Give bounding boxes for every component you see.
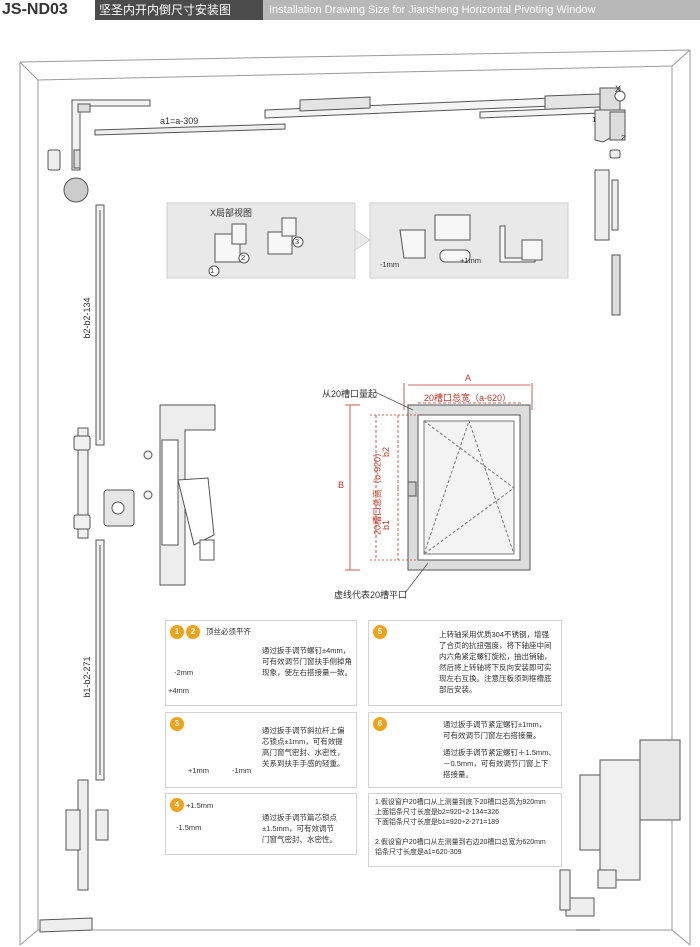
note-badge-1: 1 [170, 625, 184, 639]
mid-bottom-bracket [559, 869, 571, 911]
note-dim-minus2: -2mm [174, 668, 194, 677]
note-dim-plus1: +1mm [188, 766, 210, 775]
label-bottom-slot: 虚线代表20槽平口 [334, 590, 408, 600]
detail-num-1: 1 [210, 266, 215, 275]
note-text-4: 通过扳手调节篇芯锁点 ±1.5mm，可有效调节 门窗气密封、水密性。 [262, 813, 337, 844]
note-badge-2: 2 [186, 625, 200, 639]
note-adjust-hinge: 6 通过扳手调节紧定螺钉±1mm， 可有效调节门窗左右搭接量。 通过扳手调节紧定… [368, 712, 562, 788]
label-b2-strip: b2-b2-134 [82, 297, 92, 339]
window-elevation [407, 404, 531, 571]
right-upper-hinge [594, 149, 621, 316]
top-stay-bar-lower [479, 106, 626, 143]
bottom-left-corner [39, 917, 93, 933]
top-strip-a1 [94, 123, 286, 136]
detail-view-title: X局部视图 [210, 208, 253, 218]
note-heading: 顶丝必须平齐 [206, 627, 251, 636]
label-a1: a1=a-309 [160, 116, 199, 126]
note-text-12: 通过扳手调节螺钉±4mm， 可有效调节门窗扶手侧掉角 现象，使左右搭接量一致。 [262, 646, 352, 677]
callout-2: 2 [621, 133, 626, 142]
label-A: A [465, 373, 472, 383]
note-text-6b: 通过扳手调节紧定螺钉＋1.5mm、 －0.5mm，可有效调节门窗上下 搭接量。 [443, 748, 556, 779]
header-bar: JS-ND03 坚圣内开内倒尺寸安装图 Installation Drawing… [0, 0, 700, 20]
label-top-slot: 从20槽口量起 [322, 389, 378, 399]
frame-top-edge [19, 49, 691, 63]
note-badge-3: 3 [170, 717, 184, 731]
handle-detail [143, 404, 216, 586]
left-top-hinge [47, 149, 89, 203]
note-dim-plus15: +1.5mm [186, 801, 214, 810]
note-badge-5: 5 [373, 625, 387, 639]
detail-view-panels [166, 202, 569, 279]
note-top-pivot: 5 上转轴采用优质304不锈钢，增强 了合页的抗扭强度，将下轴座中间 内六角紧定… [368, 620, 562, 706]
title-chinese: 坚圣内开内倒尺寸安装图 [95, 0, 263, 20]
note-dim-plus4: +4mm [168, 686, 190, 695]
left-strip-upper [95, 204, 105, 446]
note-badge-4: 4 [170, 798, 184, 812]
calc-text: 1.假设窗户20槽口从上测量到底下20槽口总高为920mm 上面铝条尺寸长度是b… [375, 799, 546, 856]
note-adjust-cam: 4 通过扳手调节篇芯锁点 ±1.5mm，可有效调节 门窗气密封、水密性。 +1.… [165, 793, 357, 855]
dimension-lines [345, 383, 533, 571]
note-size-calculation: 1.假设窗户20槽口从上测量到底下20槽口总高为920mm 上面铝条尺寸长度是b… [368, 793, 562, 867]
bottom-right-hinge [565, 739, 681, 931]
left-lock-assembly [73, 427, 135, 539]
detail-plus1: +1mm [460, 256, 482, 265]
corner-drive-top-left [71, 99, 151, 171]
note-dim-minus15: -1.5mm [176, 823, 202, 832]
label-width-slot: 20槽口总宽（a-620） [424, 393, 512, 403]
label-x-mark: X [615, 84, 622, 94]
note-adjust-corner: 1 2 顶丝必须平齐 通过扳手调节螺钉±4mm， 可有效调节门窗扶手侧掉角 现象… [165, 620, 357, 706]
title-english: Installation Drawing Size for Jiansheng … [263, 0, 700, 20]
note-text-6a: 通过扳手调节紧定螺钉±1mm， 可有效调节门窗左右搭接量。 [443, 720, 547, 740]
model-number: JS-ND03 [0, 0, 97, 20]
detail-num-2: 2 [241, 253, 246, 262]
callout-1: 1 [592, 115, 597, 124]
installation-drawing [19, 49, 691, 946]
note-badge-6: 6 [373, 717, 387, 731]
left-bottom-drive [65, 779, 109, 891]
note-adjust-lock-point: 3 通过扳手调节斜拉杆上偏 芯锁点±1mm，可有效提 高门窗气密封、水密性， 关… [165, 712, 357, 788]
label-b1-strip: b1-b2-271 [82, 656, 92, 698]
label-B: B [338, 480, 345, 490]
detail-minus1: -1mm [380, 260, 400, 269]
left-strip-lower [95, 539, 105, 781]
detail-num-3: 3 [295, 237, 300, 246]
note-dim-minus1: -1mm [232, 766, 252, 775]
label-b2-dim: b2 [381, 447, 391, 458]
top-stay-arm [264, 87, 626, 119]
label-b1-dim: b1 [381, 520, 391, 531]
note-text-5: 上转轴采用优质304不锈钢，增强 了合页的抗扭强度，将下轴座中间 内六角紧定螺钉… [439, 630, 552, 694]
note-text-3: 通过扳手调节斜拉杆上偏 芯锁点±1mm，可有效提 高门窗气密封、水密性， 关系到… [262, 726, 345, 768]
